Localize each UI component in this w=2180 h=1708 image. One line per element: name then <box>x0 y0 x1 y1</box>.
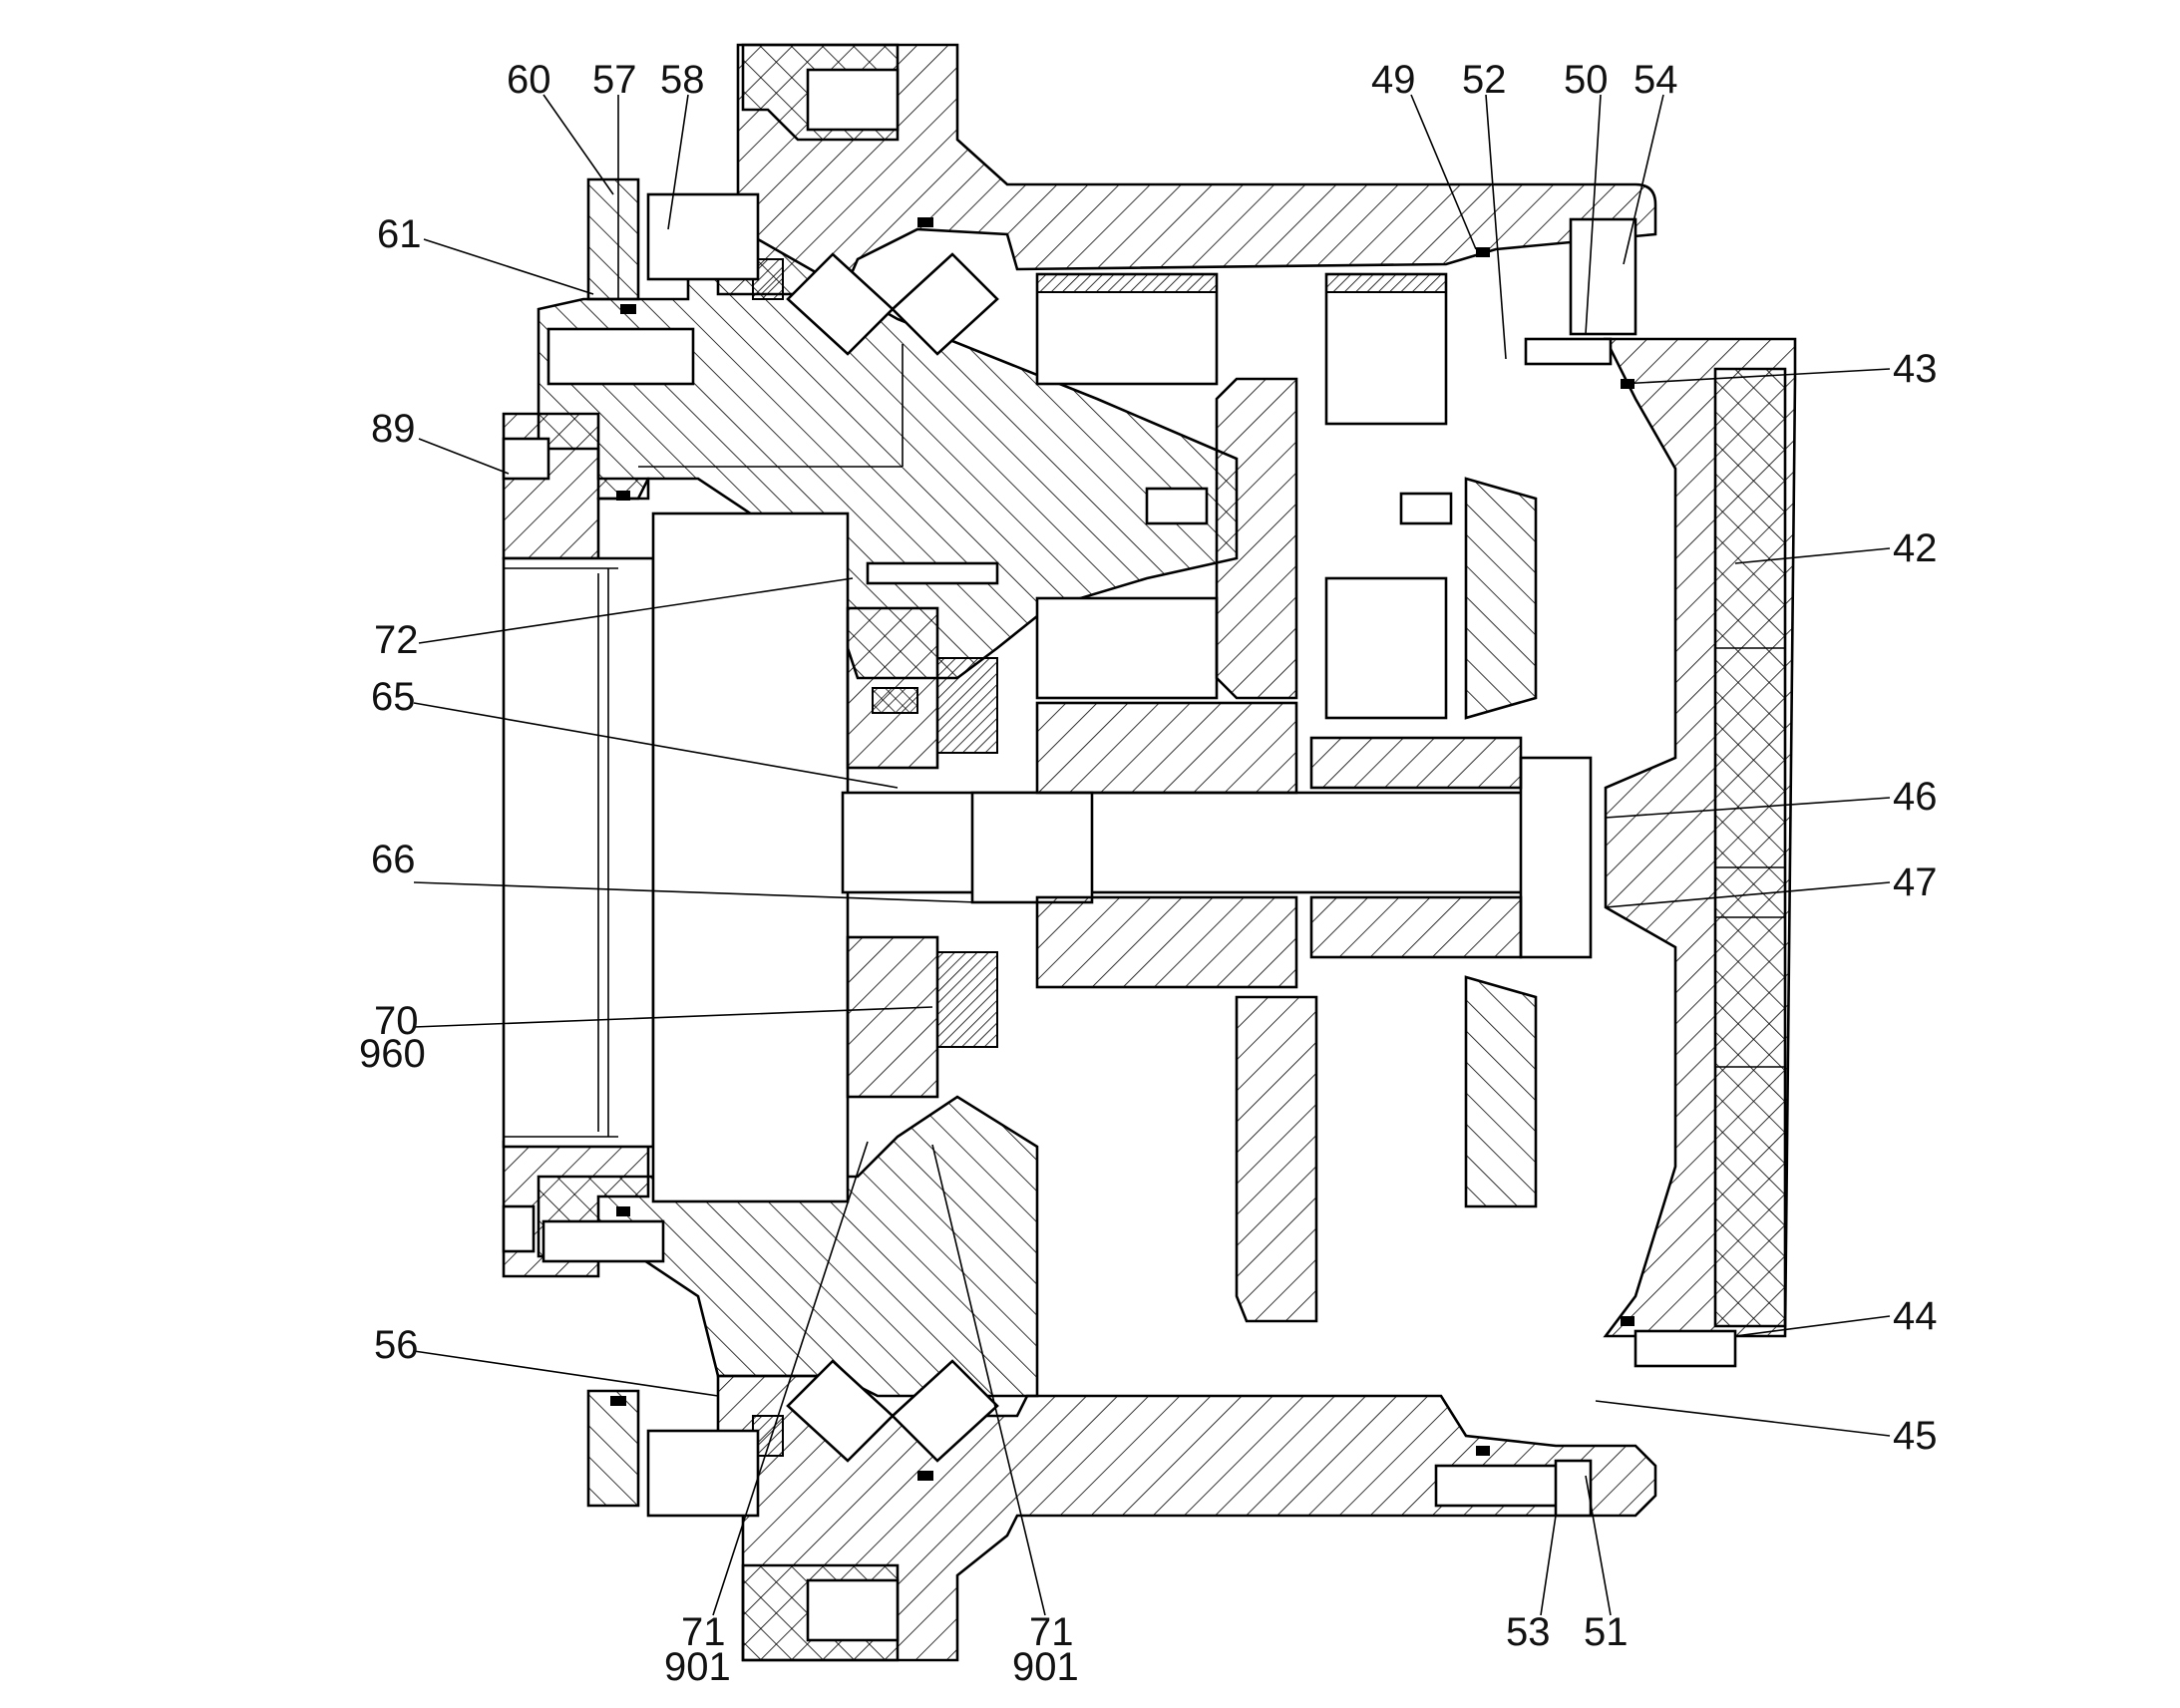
label-56: 56 <box>374 1323 419 1367</box>
label-51: 51 <box>1584 1610 1629 1654</box>
label-50: 50 <box>1564 58 1609 102</box>
label-89: 89 <box>371 407 416 451</box>
label-71-left: 71 <box>681 1610 726 1654</box>
label-70: 70 <box>374 999 419 1043</box>
clutch-pack <box>846 606 998 1099</box>
label-901-right: 901 <box>1012 1645 1079 1689</box>
end-cover <box>1603 337 1797 1338</box>
label-901-left: 901 <box>664 1645 731 1689</box>
label-52: 52 <box>1462 58 1507 102</box>
label-53: 53 <box>1506 1610 1551 1654</box>
label-44: 44 <box>1893 1294 1938 1338</box>
label-43: 43 <box>1893 347 1938 391</box>
label-46: 46 <box>1893 775 1938 819</box>
label-47: 47 <box>1893 860 1938 904</box>
label-45: 45 <box>1893 1414 1938 1458</box>
planet-carrier <box>1035 377 1538 1323</box>
callout-labels: 60 57 58 49 52 50 54 61 89 72 65 66 70 9… <box>359 58 1938 1689</box>
label-61: 61 <box>377 212 422 256</box>
leader-lines <box>413 94 1891 1616</box>
label-71-right: 71 <box>1029 1610 1074 1654</box>
label-49: 49 <box>1371 58 1416 102</box>
label-960: 960 <box>359 1032 426 1076</box>
fasteners <box>502 68 1737 1642</box>
label-57: 57 <box>592 58 637 102</box>
central-shaft <box>502 512 1593 1203</box>
label-58: 58 <box>660 58 705 102</box>
planet-bearings <box>1035 272 1448 720</box>
label-54: 54 <box>1634 58 1678 102</box>
label-42: 42 <box>1893 526 1938 570</box>
label-60: 60 <box>507 58 551 102</box>
label-65: 65 <box>371 675 416 719</box>
label-72: 72 <box>374 618 419 662</box>
label-66: 66 <box>371 838 416 881</box>
